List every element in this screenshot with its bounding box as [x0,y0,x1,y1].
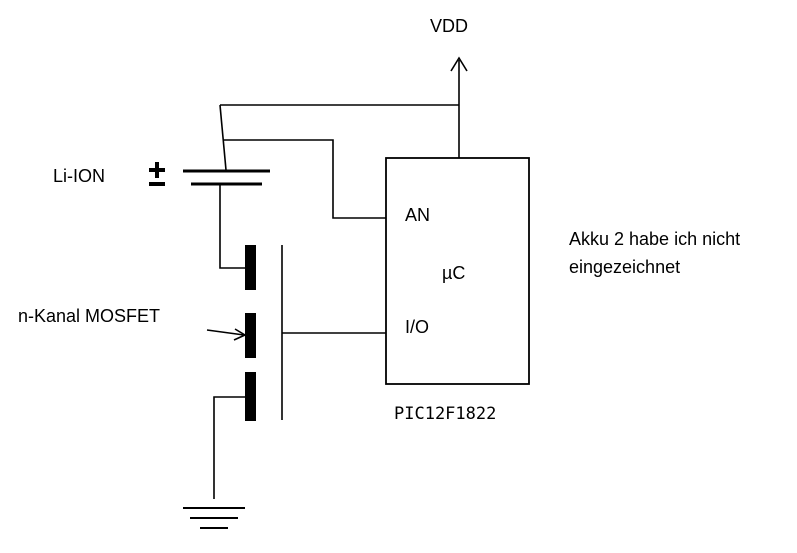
microcontroller-box [385,157,530,385]
uc-label: µC [442,263,465,283]
n-channel-mosfet: n-Kanal MOSFET [18,245,386,499]
note-line-2: eingezeichnet [569,257,680,277]
vdd-supply: VDD [430,16,468,158]
an-pin-label: AN [405,205,430,225]
an-sense-wire [224,139,386,219]
mosfet-label: n-Kanal MOSFET [18,306,160,326]
vdd-arrow-icon [450,56,468,72]
io-pin-label: I/O [405,317,429,337]
battery-to-drain-wire [219,184,251,269]
battery-polarity-icon [149,162,165,186]
vdd-label: VDD [430,16,468,36]
mosfet-pointer-line [206,329,245,336]
li-ion-battery: Li-ION [53,162,270,269]
microcontroller: AN µC I/O PIC12F1822 [385,157,530,424]
battery-plus-lead [219,104,227,171]
ground-icon [183,507,245,529]
battery-label: Li-ION [53,166,105,186]
annotation-note: Akku 2 habe ich nicht eingezeichnet [569,229,740,277]
supply-rail [219,104,459,219]
part-number-label: PIC12F1822 [394,404,496,424]
mosfet-drain-segment [245,245,256,290]
note-line-1: Akku 2 habe ich nicht [569,229,740,249]
mosfet-body-segment [245,313,256,358]
source-to-ground-wire [213,396,251,499]
